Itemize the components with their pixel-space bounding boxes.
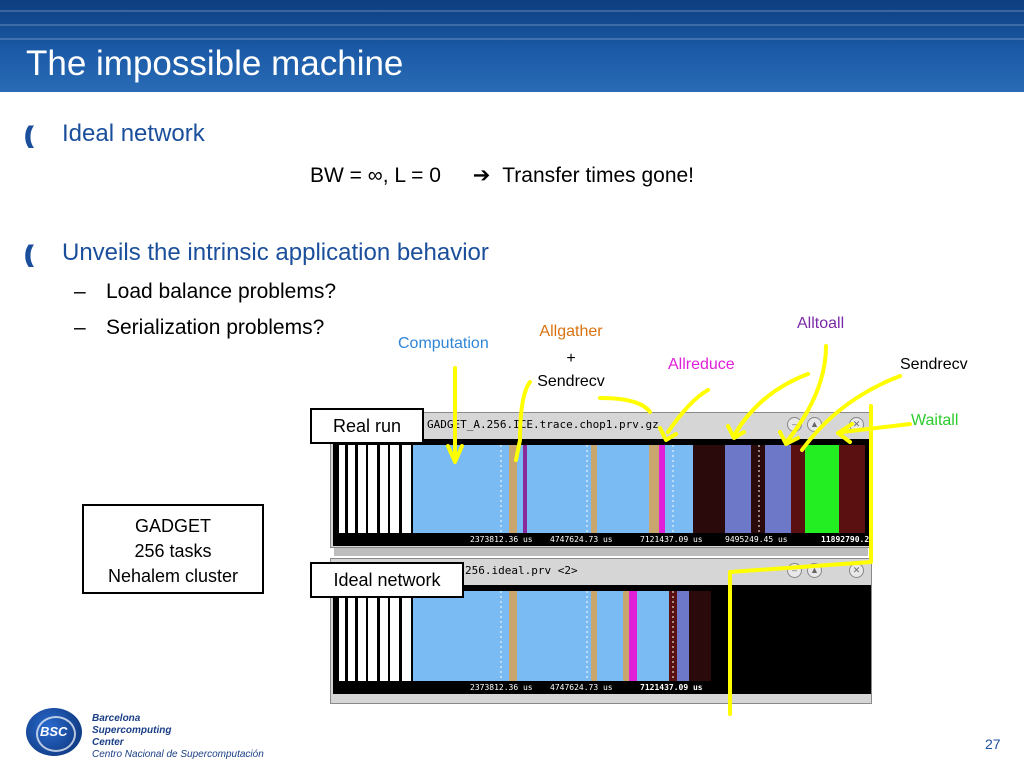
gadget-tasks: 256 tasks: [134, 541, 212, 561]
grid-lines: [500, 591, 674, 681]
time-axis-real: 2373812.36 us 4747624.73 us 7121437.09 u…: [333, 533, 871, 546]
equation-result: Transfer times gone!: [502, 164, 695, 187]
equation-text: BW = ∞, L = 0: [310, 164, 441, 187]
page-number: 27: [985, 736, 1001, 752]
computation-phase-2: [517, 445, 523, 533]
allreduce-band: [659, 445, 665, 533]
sub-bullet-serialization: Serialization problems?: [106, 316, 325, 339]
label-alltoall: Alltoall: [797, 315, 845, 332]
sub-bullet-dash: –: [74, 280, 86, 303]
computation-phase-4: [597, 445, 649, 533]
sendrecv-band-4: [839, 445, 865, 533]
minimize-icon[interactable]: –: [787, 563, 802, 578]
sendrecv-band-3: [791, 445, 805, 533]
allreduce-band: [629, 591, 637, 681]
computation-phase-3: [527, 445, 591, 533]
allgather-phase-2: [591, 591, 597, 681]
bullet-icon: ((: [24, 241, 34, 268]
arrow-allgather-b: [598, 396, 652, 414]
computation-phase-4: [637, 591, 669, 681]
allgather-phase-2: [591, 445, 597, 533]
label-waitall: Waitall: [911, 412, 959, 429]
tick-label: 2373812.36 us: [470, 683, 533, 692]
label-sendrecv: Sendrecv: [900, 356, 968, 373]
sub-bullet-dash: –: [74, 316, 86, 339]
bsc-logo-badge: BSC: [40, 724, 68, 739]
waitall-band: [805, 445, 839, 533]
tick-label: 4747624.73 us: [550, 535, 613, 544]
alltoall-band-2: [725, 445, 751, 533]
window-title-ideal: 256.ideal.prv <2>: [465, 564, 578, 577]
allgather-phase-1: [509, 591, 517, 681]
window-title-real: GADGET_A.256.ICE.trace.chop1.prv.gz: [427, 418, 659, 431]
slide-title: The impossible machine: [26, 44, 404, 83]
equation-line: BW = ∞, L = 0 ➔ Transfer times gone!: [310, 163, 694, 188]
logo-line-2: Supercomputing: [92, 725, 172, 736]
logo-line-4: Centro Nacional de Supercomputación: [92, 749, 264, 760]
alltoall-band-3: [765, 445, 791, 533]
box-real-run: Real run: [310, 408, 424, 444]
label-allreduce: Allreduce: [668, 356, 735, 373]
trace-plot-real[interactable]: [333, 439, 871, 533]
tick-label: 4747624.73 us: [550, 683, 613, 692]
label-plus: +: [566, 350, 576, 367]
tick-label: 2373812.36 us: [470, 535, 533, 544]
trace-plot-ideal[interactable]: [333, 585, 871, 681]
allgather-phase-3: [649, 445, 659, 533]
bullet-unveils: Unveils the intrinsic application behavi…: [62, 239, 489, 266]
bullet-ideal-network: Ideal network: [62, 120, 205, 147]
tick-label: 7121437.09 us: [640, 683, 703, 692]
serial-region: [339, 591, 411, 681]
maximize-icon[interactable]: ▲: [807, 563, 822, 578]
box-ideal-network: Ideal network: [310, 562, 464, 598]
tick-label: 9495249.45 us: [725, 535, 788, 544]
tick-label: 11892790.2: [821, 535, 870, 544]
label-allgather: Allgather: [539, 323, 603, 340]
close-icon[interactable]: ✕: [849, 417, 864, 432]
arrow-right-icon: ➔: [472, 164, 491, 187]
bullet-icon: ((: [24, 122, 34, 149]
sub-bullet-load-balance: Load balance problems?: [106, 280, 336, 303]
alltoall-band: [677, 591, 689, 681]
sendrecv-band-2: [689, 591, 711, 681]
sendrecv-band-1: [693, 445, 725, 533]
logo-line-3: Center: [92, 737, 124, 748]
close-icon[interactable]: ✕: [849, 563, 864, 578]
maximize-icon[interactable]: ▲: [807, 417, 822, 432]
gadget-cluster: Nehalem cluster: [107, 566, 239, 586]
time-axis-ideal: 2373812.36 us 4747624.73 us 7121437.09 u…: [333, 681, 871, 694]
logo-line-1: Barcelona: [92, 713, 141, 724]
slide-header: [0, 0, 1024, 92]
alltoall-band-1: [523, 445, 527, 533]
bsc-logo: BSC: [26, 708, 82, 756]
computation-phase-1: [413, 445, 509, 533]
scrollbar-real[interactable]: [334, 548, 868, 556]
label-computation: Computation: [398, 335, 489, 352]
tick-label: 7121437.09 us: [640, 535, 703, 544]
sendrecv-band-2: [751, 445, 765, 533]
box-gadget-info: GADGET 256 tasks Nehalem cluster: [82, 504, 264, 594]
allgather-phase-3: [623, 591, 629, 681]
computation-phase-5: [665, 445, 693, 533]
computation-phase-2: [517, 591, 591, 681]
computation-phase-1: [413, 591, 509, 681]
serial-region: [339, 445, 411, 533]
minimize-icon[interactable]: –: [787, 417, 802, 432]
computation-phase-3: [597, 591, 623, 681]
label-sendrecv-allgather: Sendrecv: [537, 373, 605, 390]
gadget-name: GADGET: [134, 516, 211, 536]
allgather-phase-1: [509, 445, 517, 533]
